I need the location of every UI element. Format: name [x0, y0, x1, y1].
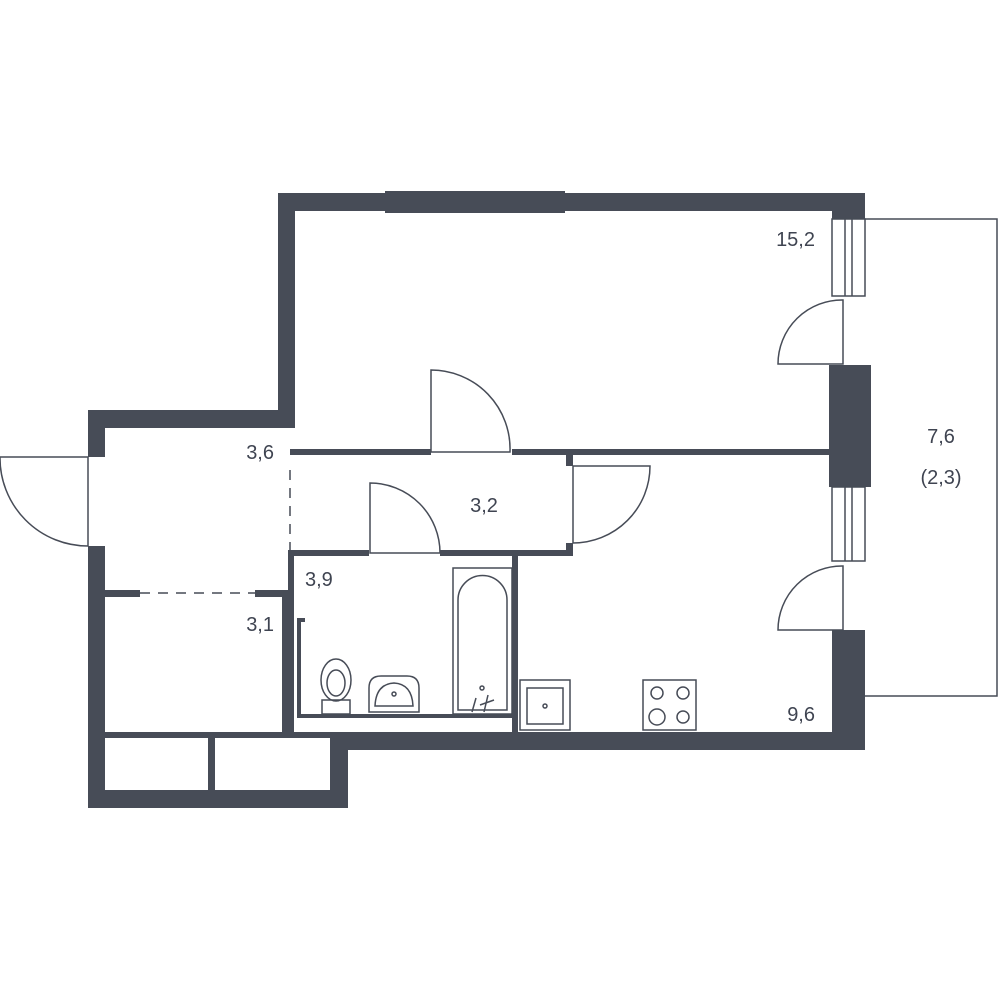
- bathtub-icon: [452, 567, 513, 715]
- walls: [88, 191, 871, 808]
- dashed-boundaries: [140, 470, 291, 594]
- door-swings: [0, 299, 844, 631]
- toilet-icon: [320, 658, 352, 715]
- living-room-area-label: 15,2: [776, 229, 815, 251]
- balcony-outline: [865, 218, 998, 697]
- bathroom-area-label: 3,9: [305, 569, 333, 591]
- partitions: [105, 449, 832, 790]
- balcony-reduced-area-label: (2,3): [920, 467, 961, 489]
- storage-area-label: 3,1: [246, 614, 274, 636]
- balcony-area-label: 7,6: [927, 426, 955, 448]
- corridor-area-label: 3,2: [470, 495, 498, 517]
- cooktop-icon: [642, 679, 697, 731]
- kitchen-sink-icon: [519, 679, 571, 731]
- hall-area-label: 3,6: [246, 442, 274, 464]
- window-top-right: [831, 218, 866, 297]
- kitchen-area-label: 9,6: [787, 704, 815, 726]
- window-lower-right: [831, 486, 866, 562]
- sink-icon: [368, 675, 420, 713]
